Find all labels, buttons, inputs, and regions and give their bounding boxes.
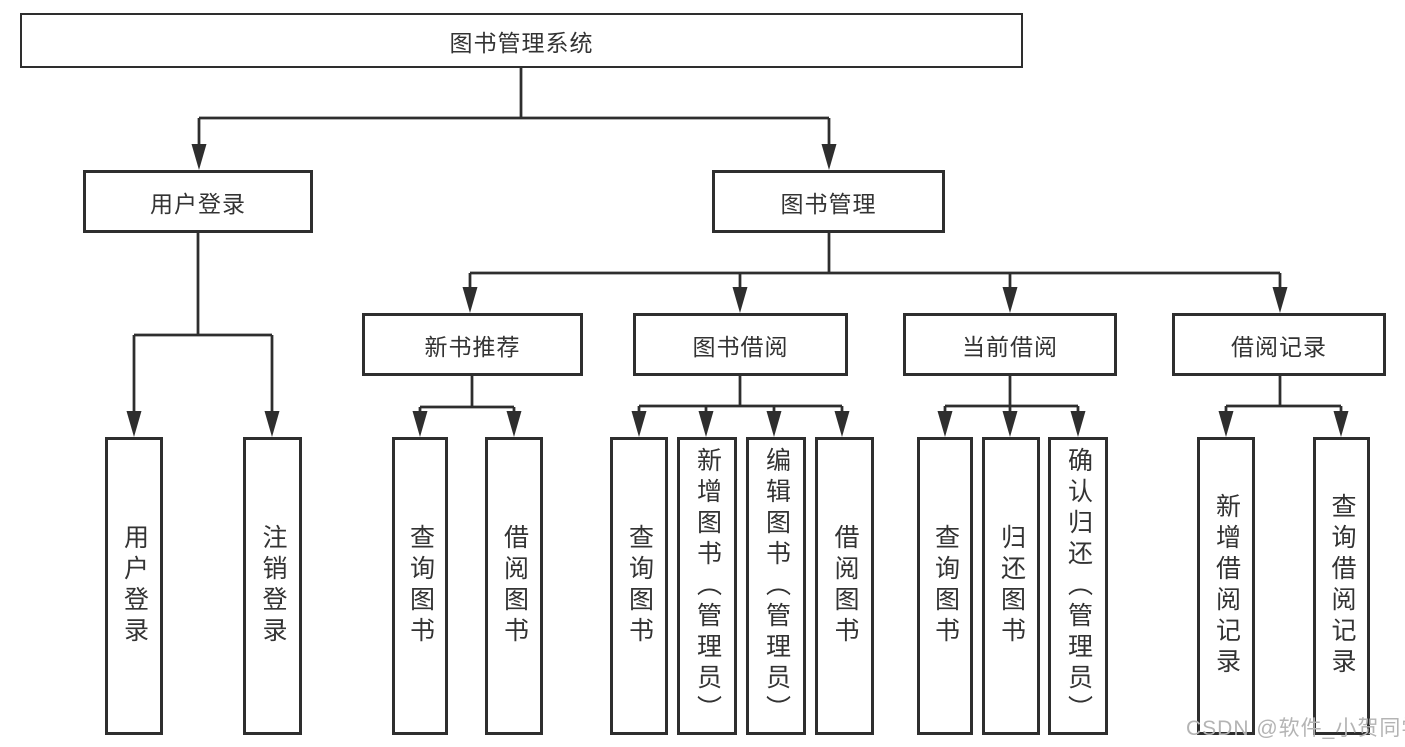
leaf-add-borrow-record: 新增借阅记录 bbox=[1197, 437, 1255, 735]
arrow-down-icon bbox=[821, 144, 837, 170]
leaf-confirm-return-admin-label: 确认归还（管理员） bbox=[1064, 446, 1093, 726]
arrow-down-icon bbox=[631, 411, 647, 437]
arrow-down-icon bbox=[766, 411, 782, 437]
leaf-add-borrow-record-label: 新增借阅记录 bbox=[1212, 493, 1241, 679]
node-book-management: 图书管理 bbox=[712, 170, 945, 233]
leaf-borrow-books-rec: 借阅图书 bbox=[485, 437, 543, 735]
arrow-down-icon bbox=[191, 144, 207, 170]
node-book-management-label: 图书管理 bbox=[780, 190, 877, 217]
leaf-logout: 注销登录 bbox=[243, 437, 302, 735]
arrow-down-icon bbox=[506, 411, 522, 437]
node-library-system: 图书管理系统 bbox=[20, 13, 1023, 68]
node-current-borrowing-label: 当前借阅 bbox=[962, 333, 1058, 360]
arrow-down-icon bbox=[1002, 411, 1018, 437]
arrow-down-icon bbox=[1070, 411, 1086, 437]
arrow-down-icon bbox=[1272, 287, 1288, 313]
arrow-down-icon bbox=[412, 411, 428, 437]
leaf-return-books: 归还图书 bbox=[982, 437, 1040, 735]
arrow-down-icon bbox=[834, 411, 850, 437]
arrow-down-icon bbox=[1002, 287, 1018, 313]
leaf-add-books-admin: 新增图书（管理员） bbox=[677, 437, 737, 735]
leaf-edit-books-admin-label: 编辑图书（管理员） bbox=[762, 446, 791, 726]
leaf-query-books-rec-label: 查询图书 bbox=[406, 524, 435, 648]
node-new-book-recommendation: 新书推荐 bbox=[362, 313, 583, 376]
leaf-query-books-current-label: 查询图书 bbox=[931, 524, 960, 648]
leaf-return-books-label: 归还图书 bbox=[997, 524, 1026, 648]
leaf-query-books-rec: 查询图书 bbox=[392, 437, 448, 735]
leaf-borrow-books-rec-label: 借阅图书 bbox=[500, 524, 529, 648]
arrow-down-icon bbox=[732, 287, 748, 313]
arrow-down-icon bbox=[1218, 411, 1234, 437]
node-current-borrowing: 当前借阅 bbox=[903, 313, 1117, 376]
node-book-borrowing-label: 图书借阅 bbox=[692, 333, 789, 360]
leaf-query-books-borrow: 查询图书 bbox=[610, 437, 668, 735]
arrow-down-icon bbox=[126, 411, 142, 437]
leaf-query-books-borrow-label: 查询图书 bbox=[625, 524, 654, 648]
leaf-query-borrow-record-label: 查询借阅记录 bbox=[1328, 493, 1356, 679]
node-book-borrowing: 图书借阅 bbox=[633, 313, 848, 376]
arrow-down-icon bbox=[937, 411, 953, 437]
node-user-login: 用户登录 bbox=[83, 170, 313, 233]
node-user-login-label: 用户登录 bbox=[150, 190, 246, 217]
arrow-down-icon bbox=[1333, 411, 1349, 437]
node-borrowing-records-label: 借阅记录 bbox=[1231, 333, 1327, 360]
node-borrowing-records: 借阅记录 bbox=[1172, 313, 1386, 376]
leaf-borrow-books-label: 借阅图书 bbox=[831, 524, 859, 648]
node-library-system-label: 图书管理系统 bbox=[449, 29, 594, 56]
leaf-add-books-admin-label: 新增图书（管理员） bbox=[693, 446, 722, 726]
leaf-user-login-label: 用户登录 bbox=[120, 524, 149, 648]
node-new-book-recommendation-label: 新书推荐 bbox=[424, 333, 521, 360]
leaf-user-login: 用户登录 bbox=[105, 437, 163, 735]
leaf-edit-books-admin: 编辑图书（管理员） bbox=[746, 437, 806, 735]
csdn-watermark: CSDN @软件_小贺同学 bbox=[1186, 717, 1405, 740]
leaf-logout-label: 注销登录 bbox=[259, 524, 287, 648]
leaf-borrow-books: 借阅图书 bbox=[815, 437, 874, 735]
leaf-confirm-return-admin: 确认归还（管理员） bbox=[1048, 437, 1108, 735]
leaf-query-borrow-record: 查询借阅记录 bbox=[1313, 437, 1370, 735]
arrow-down-icon bbox=[264, 411, 280, 437]
arrow-down-icon bbox=[698, 411, 714, 437]
leaf-query-books-current: 查询图书 bbox=[917, 437, 973, 735]
arrow-down-icon bbox=[462, 287, 478, 313]
